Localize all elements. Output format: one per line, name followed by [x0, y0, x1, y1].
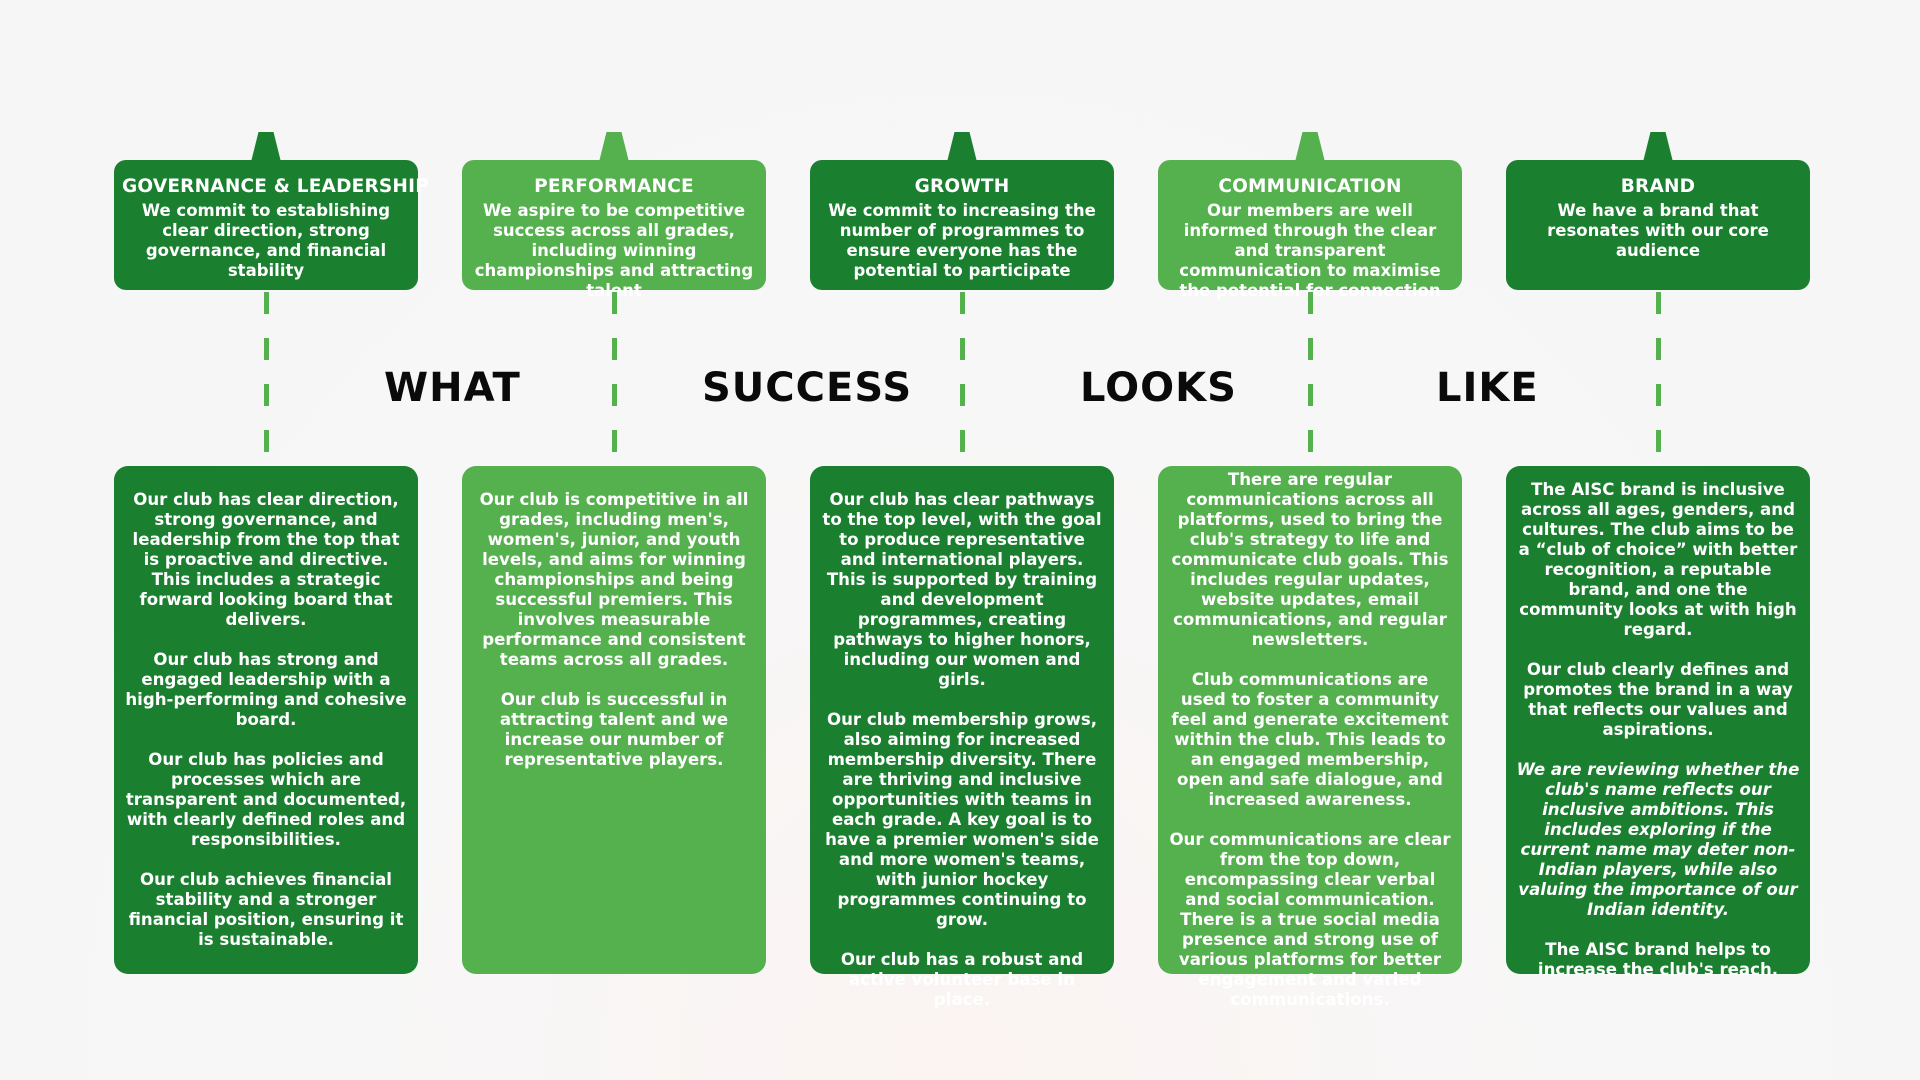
pillar-detail-card: Our club has clear direction, strong gov…: [114, 466, 418, 974]
pillar-summary: We have a brand that resonates with our …: [1547, 201, 1769, 260]
banner-word-success: SUCCESS: [702, 365, 913, 411]
detail-paragraph: Our club has a robust and active volunte…: [840, 950, 1084, 1009]
pillar-detail-card: The AISC brand is inclusive across all a…: [1506, 466, 1810, 979]
pillar-communication: COMMUNICATION Our members are well infor…: [1158, 0, 1462, 1080]
pillar-header-card: GOVERNANCE & LEADERSHIP We commit to est…: [114, 160, 429, 290]
pillar-summary: We commit to increasing the number of pr…: [828, 201, 1096, 280]
pointer-triangle: [599, 132, 629, 162]
pillar-title: BRAND: [1620, 176, 1696, 197]
detail-paragraph: Our club is competitive in all grades, i…: [479, 490, 749, 669]
pillar-brand: BRAND We have a brand that resonates wit…: [1506, 0, 1810, 1080]
pillar-summary: We aspire to be competitive success acro…: [474, 201, 754, 300]
banner-word-what: WHAT: [384, 365, 521, 411]
detail-paragraph: Our club is successful in attracting tal…: [499, 690, 729, 769]
pointer-triangle: [947, 132, 977, 162]
detail-paragraph: Our club clearly defines and promotes th…: [1523, 660, 1793, 739]
pillar-header-card: BRAND We have a brand that resonates wit…: [1506, 160, 1810, 290]
pillar-detail-card: There are regular communications across …: [1158, 466, 1462, 1009]
detail-paragraph: The AISC brand is inclusive across all a…: [1518, 480, 1798, 639]
pillar-performance: PERFORMANCE We aspire to be competitive …: [462, 0, 766, 1080]
detail-paragraph: Our club membership grows, also aiming f…: [825, 710, 1099, 929]
pillar-header-card: GROWTH We commit to increasing the numbe…: [810, 160, 1114, 290]
detail-paragraph: Our club has clear direction, strong gov…: [132, 490, 400, 629]
dashed-connector: [264, 292, 269, 464]
pillar-title: PERFORMANCE: [534, 176, 694, 197]
detail-paragraph: Our communications are clear from the to…: [1169, 830, 1451, 1009]
pillar-header-card: PERFORMANCE We aspire to be competitive …: [462, 160, 766, 300]
detail-paragraph: There are regular communications across …: [1171, 470, 1449, 649]
pillar-title: COMMUNICATION: [1218, 176, 1402, 197]
detail-paragraph: Club communications are used to foster a…: [1171, 670, 1449, 809]
detail-paragraph: Our club has policies and processes whic…: [125, 750, 407, 849]
detail-paragraph: Our club has strong and engaged leadersh…: [125, 650, 407, 729]
pointer-triangle: [1643, 132, 1673, 162]
detail-paragraph: Our club achieves financial stability an…: [128, 870, 404, 949]
dashed-connector: [1656, 292, 1661, 464]
pillar-header-card: COMMUNICATION Our members are well infor…: [1158, 160, 1462, 300]
pillar-title: GROWTH: [914, 176, 1010, 197]
pillar-summary: We commit to establishing clear directio…: [141, 201, 391, 280]
pillar-detail-card: Our club is competitive in all grades, i…: [462, 466, 766, 974]
detail-paragraph: Our club has clear pathways to the top l…: [822, 490, 1102, 689]
dashed-connector: [1308, 292, 1313, 464]
pointer-triangle: [1295, 132, 1325, 162]
detail-paragraph-italic: We are reviewing whether the club's name…: [1516, 760, 1800, 919]
pillar-governance: GOVERNANCE & LEADERSHIP We commit to est…: [114, 0, 429, 1080]
pointer-triangle: [251, 132, 281, 162]
dashed-connector: [612, 292, 617, 464]
dashed-connector: [960, 292, 965, 464]
pillar-summary: Our members are well informed through th…: [1179, 201, 1441, 300]
banner-word-like: LIKE: [1436, 365, 1539, 411]
pillar-title: GOVERNANCE & LEADERSHIP: [122, 176, 429, 197]
pillar-detail-card: Our club has clear pathways to the top l…: [810, 466, 1114, 1009]
banner-word-looks: LOOKS: [1080, 365, 1237, 411]
pillar-growth: GROWTH We commit to increasing the numbe…: [810, 0, 1114, 1080]
detail-paragraph: The AISC brand helps to increase the clu…: [1537, 940, 1779, 979]
